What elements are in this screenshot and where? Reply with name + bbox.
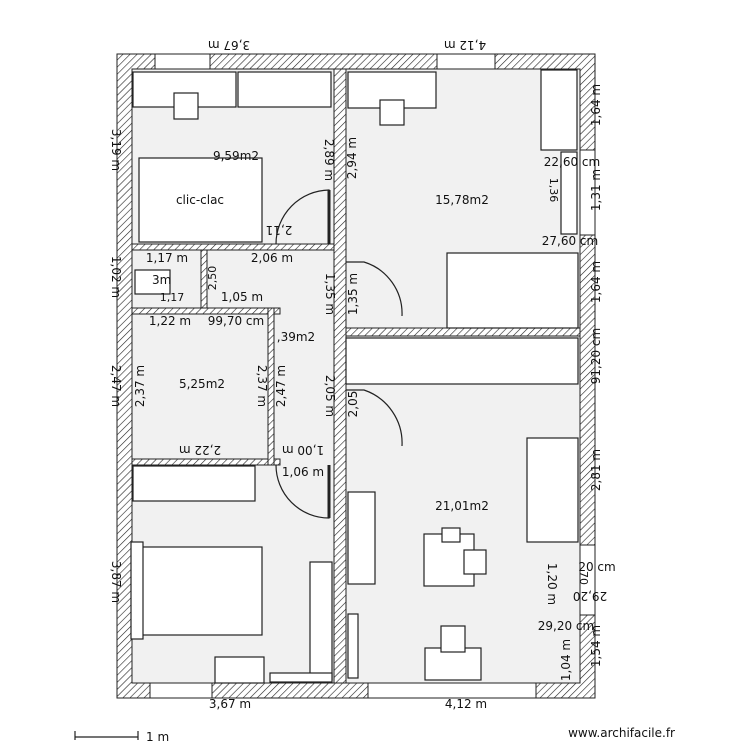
wardrobe-2	[237, 71, 332, 108]
dim-top-right: 4,12 m	[444, 38, 486, 52]
interior-wall-horizontal-top-left	[131, 243, 335, 251]
chair	[173, 92, 199, 120]
cabinet-right	[526, 437, 579, 543]
dim-left-4: 3,87 m	[109, 561, 123, 603]
dim-inner-100: 1,00 m	[282, 443, 324, 457]
dim-inner-2920a: 29,20	[573, 589, 607, 603]
dim-inner-120: 1,20 m	[545, 563, 559, 605]
dim-inner-247: 2,47 m	[274, 365, 288, 407]
side-unit	[347, 613, 359, 679]
dim-right-6: 1,54 m	[589, 625, 603, 667]
room-area-top-left: 9,59m2	[213, 149, 259, 163]
interior-wall-vertical-bath-right	[267, 307, 275, 466]
nightstand	[214, 656, 265, 684]
tv-chair	[440, 625, 466, 653]
watermark: www.archifacile.fr	[568, 726, 675, 740]
dim-bottom-left: 3,67 m	[209, 697, 251, 711]
dim-left-3: 2,47 m	[109, 365, 123, 407]
sofa-bed	[138, 157, 263, 243]
dim-inner-250: 2,50	[206, 266, 219, 291]
door-living	[346, 389, 403, 447]
window-bottom-right	[367, 682, 537, 699]
interior-wall-horizontal-right	[345, 327, 581, 337]
dim-inner-237a: 2,37 m	[133, 365, 147, 407]
dim-inner-9970: 99,70 cm	[208, 314, 264, 328]
room-area-living: 21,01m2	[435, 499, 489, 513]
dim-left-2: 1,02 m	[109, 256, 123, 298]
shelf	[560, 151, 578, 235]
dim-inner-222: 2,22 m	[179, 443, 221, 457]
dim-inner-136: 1,36	[547, 178, 560, 203]
dim-inner-289: 2,89 m	[322, 139, 336, 181]
dresser	[540, 69, 578, 151]
dim-right-4: 91,20 cm	[589, 328, 603, 384]
dim-inner-294: 2,94 m	[345, 137, 359, 179]
dim-inner-135b: 1,35 m	[346, 273, 360, 315]
desk-chair	[379, 99, 405, 126]
dim-inner-237b: 2,37 m	[255, 365, 269, 407]
dim-inner-211: 2,11	[266, 223, 293, 237]
dim-inner-070: 70	[577, 571, 590, 585]
dim-top-left: 3,67 m	[208, 38, 250, 52]
pillow	[130, 541, 144, 640]
dim-right-2: 1,31 m	[589, 169, 603, 211]
sofa-label: clic-clac	[176, 193, 224, 207]
room-area-bathroom: 5,25m2	[179, 377, 225, 391]
room-area-hall: ,39m2	[277, 330, 315, 344]
dim-inner-105: 1,05 m	[221, 290, 263, 304]
counter	[345, 337, 579, 385]
table-chair	[463, 549, 487, 575]
shoe-rack	[269, 672, 333, 683]
window-top-right	[436, 53, 496, 70]
dim-left-1: 3,19 m	[109, 129, 123, 171]
dim-inner-205b: 2,05	[346, 391, 360, 418]
bed-top-right	[446, 252, 579, 329]
window-top-left	[154, 53, 211, 70]
dim-inner-205a: 2,05 m	[323, 375, 337, 417]
dim-inner-206: 2,06 m	[251, 251, 293, 265]
stool	[441, 527, 461, 543]
tv-unit	[424, 647, 482, 681]
wc-fixture	[134, 269, 171, 295]
shelf-bottom-left	[132, 465, 256, 502]
door-top-right	[346, 261, 403, 317]
bed-bottom-left	[134, 546, 263, 636]
dim-inner-117: 1,17 m	[146, 251, 188, 265]
interior-wall-wc-divider	[200, 249, 208, 309]
room-area-wc: 3m	[152, 273, 171, 287]
dim-right-5: 2,81 m	[589, 449, 603, 491]
window-right-1	[579, 149, 596, 236]
door-bottom-left	[275, 464, 330, 519]
wardrobe-bottom-left	[309, 561, 333, 681]
dim-inner-106: 1,06 m	[282, 465, 324, 479]
room-area-top-right: 15,78m2	[435, 193, 489, 207]
scale-bar-label: 1 m	[146, 730, 169, 744]
door-top-left	[275, 189, 330, 245]
dim-right-3: 1,64 m	[589, 261, 603, 303]
dim-right-1: 1,64 m	[589, 84, 603, 126]
interior-wall-horizontal-bath-bottom	[131, 458, 281, 466]
dim-inner-2920b: 29,20 cm	[538, 619, 594, 633]
dim-bottom-right: 4,12 m	[445, 697, 487, 711]
dim-inner-2760: 27,60 cm	[542, 234, 598, 248]
dim-inner-104: 1,04 m	[559, 639, 573, 681]
dim-inner-122: 1,22 m	[149, 314, 191, 328]
window-right-2	[579, 544, 596, 616]
dim-inner-135a: 1,35 m	[323, 273, 337, 315]
bookshelf	[347, 491, 376, 585]
dim-inner-117b: 1,17	[160, 291, 185, 304]
dim-inner-2260: 22,60 cm	[544, 155, 600, 169]
window-bottom-left	[149, 682, 213, 699]
dim-inner-20cm: 20 cm	[578, 560, 615, 574]
